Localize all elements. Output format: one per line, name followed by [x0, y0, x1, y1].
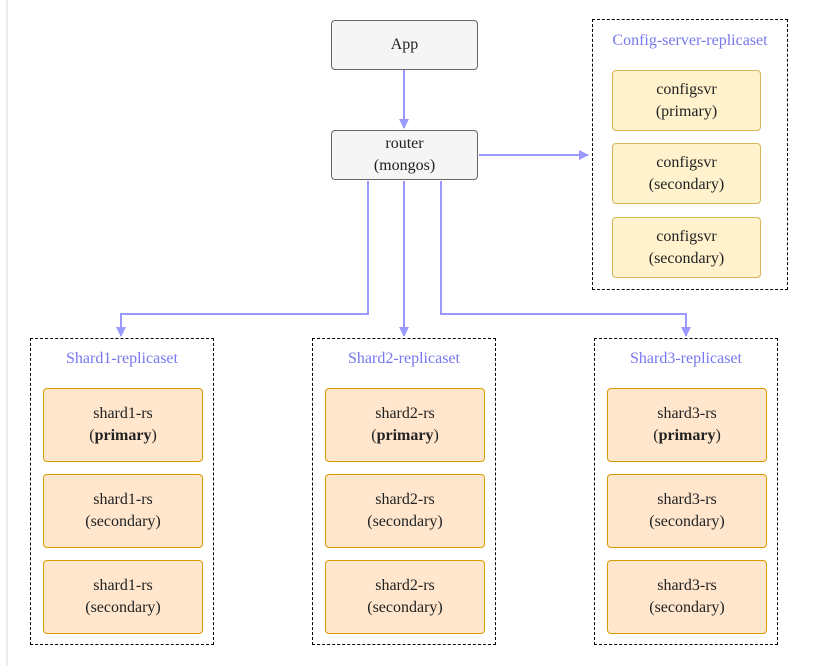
shard3-secondary-node: shard3-rs (secondary) [607, 474, 767, 548]
app-node: App [331, 20, 478, 70]
shard3-replicaset-title: Shard3-replicaset [630, 350, 742, 367]
shard-name: shard1-rs [93, 491, 153, 508]
app-label: App [390, 36, 419, 53]
shard-role: (primary) [653, 427, 721, 444]
shard1-replicaset-group: Shard1-replicaset shard1-rs (primary) sh… [30, 338, 214, 645]
configsvr-role: (secondary) [648, 175, 725, 193]
shard-name: shard3-rs [657, 577, 717, 594]
shard-name: shard2-rs [375, 491, 435, 508]
configsvr-role: (secondary) [648, 249, 725, 267]
config-replicaset-title: Config-server-replicaset [612, 32, 768, 49]
shard-name: shard3-rs [657, 491, 717, 508]
shard-role: (secondary) [649, 599, 725, 616]
shard2-secondary-node: shard2-rs (secondary) [325, 474, 485, 548]
configsvr-name: configsvr [656, 227, 717, 245]
shard3-secondary-node: shard3-rs (secondary) [607, 560, 767, 634]
router-to-shard3-arrow [440, 181, 691, 337]
shard-role: (secondary) [367, 599, 443, 616]
router-name: router [385, 135, 424, 152]
shard-name: shard1-rs [93, 577, 153, 594]
shard-role: (secondary) [85, 513, 161, 530]
shard-name: shard2-rs [375, 577, 435, 594]
shard1-replicaset-title: Shard1-replicaset [66, 350, 178, 367]
config-replicaset-group: Config-server-replicaset configsvr (prim… [592, 19, 788, 290]
configsvr-primary-node: configsvr (primary) [612, 70, 761, 131]
shard3-replicaset-group: Shard3-replicaset shard3-rs (primary) sh… [594, 338, 778, 645]
shard1-primary-node: shard1-rs (primary) [43, 388, 203, 462]
shard-role: (primary) [89, 427, 157, 444]
router-node: router (mongos) [331, 130, 478, 180]
configsvr-secondary-node: configsvr (secondary) [612, 143, 761, 204]
shard-name: shard2-rs [375, 405, 435, 422]
shard1-secondary-node: shard1-rs (secondary) [43, 560, 203, 634]
shard-role: (secondary) [649, 513, 725, 530]
left-edge-rule [6, 0, 8, 666]
configsvr-name: configsvr [656, 153, 717, 171]
shard2-replicaset-group: Shard2-replicaset shard2-rs (primary) sh… [312, 338, 496, 645]
shard2-primary-node: shard2-rs (primary) [325, 388, 485, 462]
configsvr-name: configsvr [656, 80, 717, 98]
shard-role: (secondary) [367, 513, 443, 530]
shard2-replicaset-title: Shard2-replicaset [348, 350, 460, 367]
router-subtitle: (mongos) [373, 157, 436, 174]
shard-name: shard3-rs [657, 405, 717, 422]
shard-role: (primary) [371, 427, 439, 444]
router-to-shard1-arrow [116, 181, 369, 337]
shard2-secondary-node: shard2-rs (secondary) [325, 560, 485, 634]
configsvr-role: (primary) [655, 102, 718, 120]
configsvr-secondary-node: configsvr (secondary) [612, 217, 761, 278]
shard-role: (secondary) [85, 599, 161, 616]
shard-name: shard1-rs [93, 405, 153, 422]
shard3-primary-node: shard3-rs (primary) [607, 388, 767, 462]
shard1-secondary-node: shard1-rs (secondary) [43, 474, 203, 548]
